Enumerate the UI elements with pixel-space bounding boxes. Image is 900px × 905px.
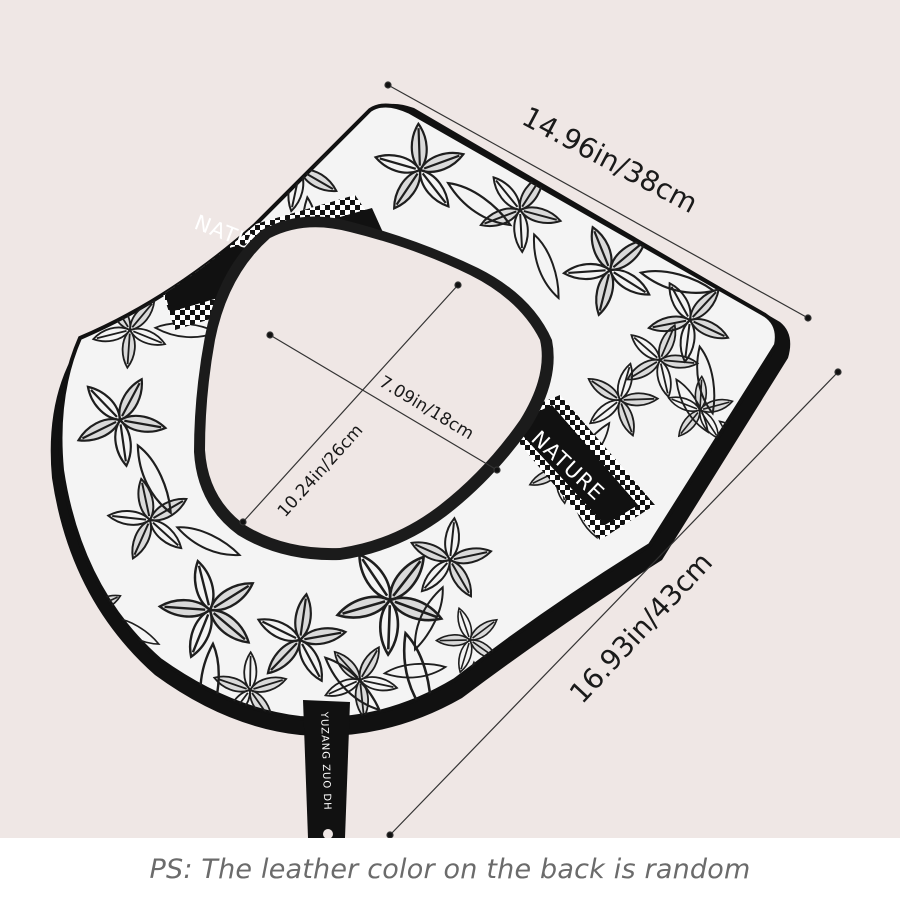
hanging-tag: YUZANG ZUO DH	[303, 700, 350, 846]
caption-text: PS: The leather color on the back is ran…	[149, 853, 751, 885]
nature-band-right	[500, 395, 655, 540]
flower-motif	[335, 552, 444, 719]
flower-motif	[256, 592, 382, 712]
flower-motif	[647, 281, 730, 416]
flower-motif	[373, 121, 513, 227]
flower-motif	[409, 516, 493, 652]
flower-motif	[76, 377, 172, 516]
flower-motif	[573, 362, 660, 476]
flower-motif	[323, 645, 448, 719]
flower-motif	[157, 558, 255, 719]
caption-bar: PS: The leather color on the back is ran…	[0, 838, 900, 900]
dimension-lines	[239, 81, 842, 839]
seat-opening	[205, 227, 542, 549]
flower-motif	[667, 375, 764, 457]
flower-motif	[626, 323, 710, 434]
flower-motif	[106, 477, 242, 561]
flower-motif	[479, 173, 563, 301]
tag-label: YUZANG ZUO DH	[318, 711, 332, 811]
